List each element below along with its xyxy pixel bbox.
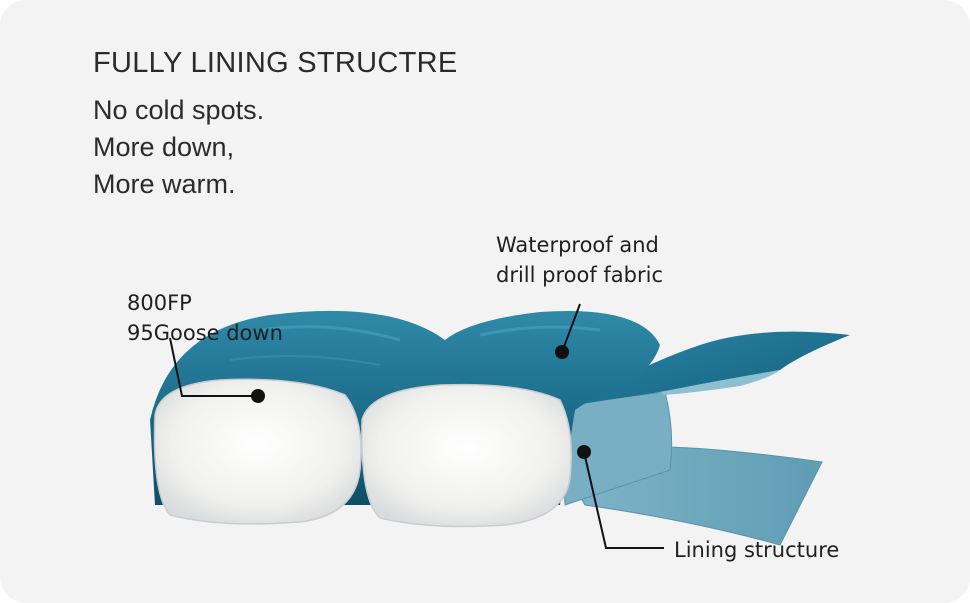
callout-text: 800FP	[127, 288, 283, 318]
callout-text: 95Goose down	[127, 318, 283, 348]
callout-text: Lining structure	[674, 535, 839, 565]
down-fill-chamber-right	[362, 385, 571, 527]
callout-text: drill proof fabric	[496, 260, 663, 290]
callout-label-lining: Lining structure	[674, 535, 839, 565]
callout-label-fill: 800FP 95Goose down	[127, 288, 283, 348]
callout-text: Waterproof and	[496, 230, 663, 260]
callout-label-fabric: Waterproof and drill proof fabric	[496, 230, 663, 290]
